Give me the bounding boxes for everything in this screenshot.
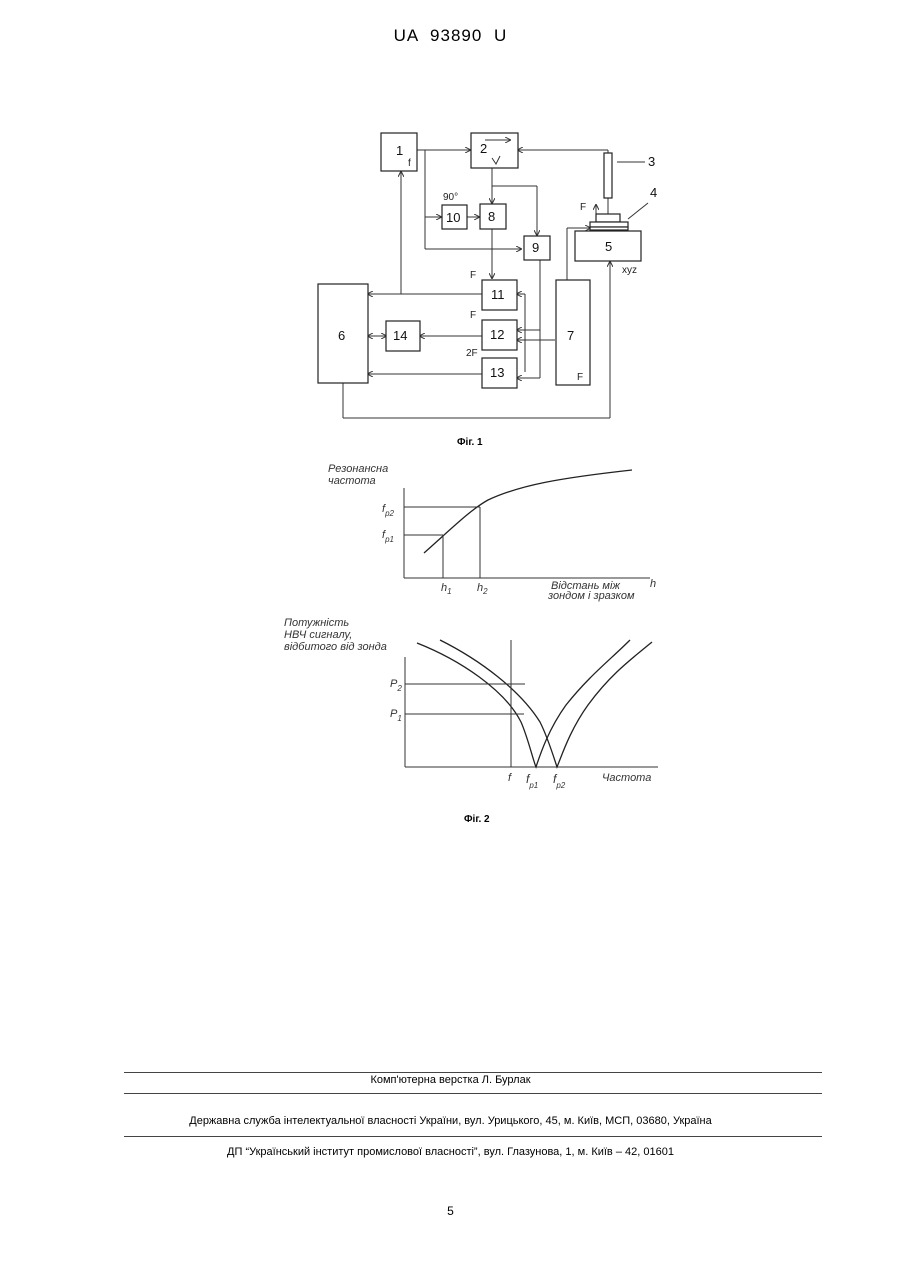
resonance-ylabel-1: Резонансна (328, 463, 388, 475)
resonance-x-symbol: h (650, 578, 656, 590)
power-ylabel-3: відбитого від зонда (284, 641, 387, 653)
svg-text:10: 10 (446, 210, 460, 225)
block-10: 10 (442, 205, 467, 229)
block-13: 13 (482, 358, 517, 388)
power-chart: Потужність НВЧ сигналу, відбитого від зо… (284, 617, 658, 790)
fig2-charts: Резонансна частота fp2 fp1 h1 h2 Відстан… (0, 450, 901, 840)
h2-tick: h2 (477, 582, 488, 596)
svg-text:1: 1 (396, 143, 403, 158)
block-11: 11 (482, 280, 517, 310)
block-2: 2 (471, 133, 518, 168)
svg-text:7: 7 (567, 328, 574, 343)
svg-text:F: F (577, 372, 583, 383)
block-7: 7 F (556, 280, 590, 385)
footer-institute: ДП “Український інститут промислової вла… (0, 1146, 901, 1158)
svg-text:11: 11 (491, 287, 505, 302)
page-number: 5 (0, 1204, 901, 1218)
block-9: 9 (524, 236, 550, 260)
footer-rule-middle (124, 1093, 822, 1094)
svg-text:9: 9 (532, 240, 539, 255)
power-xlabel: Частота (602, 772, 651, 784)
fig2-caption: Фіг. 2 (464, 814, 490, 825)
resonance-curve (424, 470, 632, 553)
h1-tick: h1 (441, 582, 452, 596)
svg-text:5: 5 (605, 239, 612, 254)
power-curve-fp2 (440, 640, 652, 767)
sample-4: 4 (590, 185, 657, 230)
label-f-11: F (470, 270, 476, 281)
svg-text:6: 6 (338, 328, 345, 343)
fp2-tick-x: fp2 (553, 772, 566, 790)
block-5-stage: 5 xyz (575, 231, 641, 276)
fig1-block-diagram: 1 f 2 3 4 5 xyz 6 7 F 8 9 10 (0, 0, 901, 460)
svg-text:xyz: xyz (622, 265, 637, 276)
footer-layout-credit: Комп'ютерна верстка Л. Бурлак (0, 1074, 901, 1086)
probe-3: 3 (604, 153, 655, 198)
svg-text:12: 12 (490, 327, 504, 342)
resonance-chart: Резонансна частота fp2 fp1 h1 h2 Відстан… (328, 463, 656, 602)
label-2f-13: 2F (466, 348, 478, 359)
power-ylabel-1: Потужність (284, 617, 349, 629)
block-12: 12 (482, 320, 517, 350)
footer-rule-bottom (124, 1136, 822, 1137)
label-f-12: F (470, 310, 476, 321)
footer-agency: Державна служба інтелектуальної власност… (0, 1115, 901, 1127)
footer-rule-top (124, 1072, 822, 1073)
p1-tick: P1 (390, 708, 402, 723)
block-14: 14 (386, 321, 420, 351)
block-8: 8 (480, 204, 506, 229)
f-tick: f (508, 772, 512, 784)
power-curve-fp1 (417, 640, 630, 767)
resonance-xlabel-2: зондом і зразком (547, 590, 635, 602)
fp2-tick: fp2 (382, 503, 395, 518)
svg-text:f: f (408, 158, 411, 169)
block-6: 6 (318, 284, 368, 383)
fp1-tick-x: fp1 (526, 772, 538, 790)
svg-text:2: 2 (480, 141, 487, 156)
label-phase-90: 90° (443, 192, 458, 203)
svg-text:14: 14 (393, 328, 407, 343)
p2-tick: P2 (390, 678, 402, 693)
block-1: 1 f (381, 133, 417, 171)
svg-text:3: 3 (648, 154, 655, 169)
label-force-probe: F (580, 202, 586, 213)
power-ylabel-2: НВЧ сигналу, (284, 629, 352, 641)
svg-text:13: 13 (490, 365, 504, 380)
svg-text:4: 4 (650, 185, 657, 200)
fp1-tick: fp1 (382, 529, 394, 544)
fig1-caption: Фіг. 1 (457, 437, 483, 448)
svg-text:8: 8 (488, 209, 495, 224)
resonance-ylabel-2: частота (328, 475, 376, 487)
